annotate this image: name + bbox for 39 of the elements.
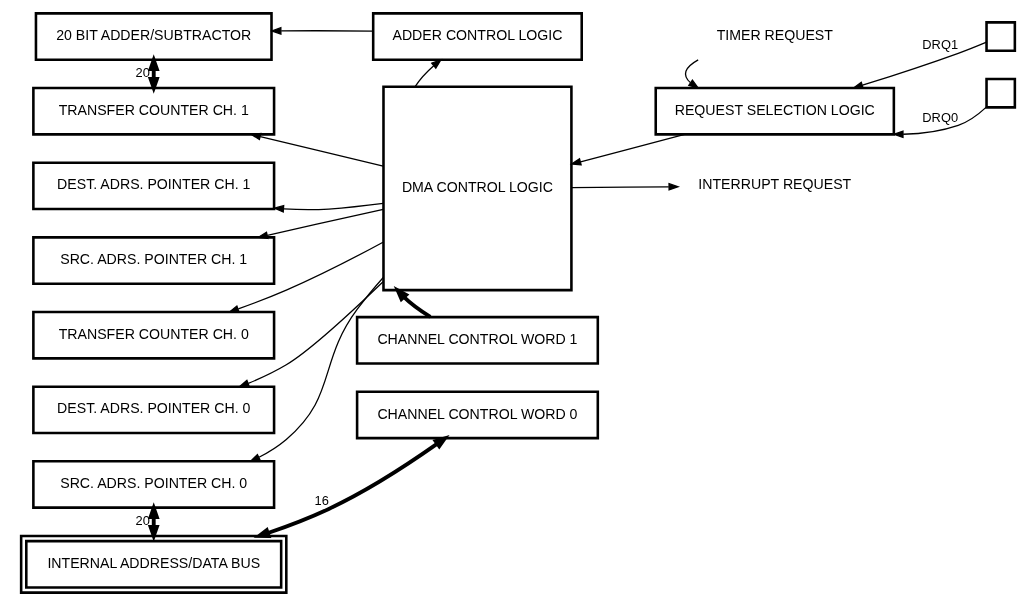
arrow <box>851 41 988 89</box>
arrow <box>237 281 384 388</box>
edge-label: 20 <box>135 513 150 529</box>
node-box: CHANNEL CONTROL WORD 1 <box>355 315 600 365</box>
arrow <box>414 58 443 88</box>
node-box: TRANSFER COUNTER CH. 1 <box>32 86 276 136</box>
edge-label: 20 <box>135 65 150 81</box>
node-box: TRANSFER COUNTER CH. 0 <box>32 310 276 360</box>
node-box: DMA CONTROL LOGIC <box>382 85 573 292</box>
arrow <box>272 202 384 213</box>
edge-label: DRQ0 <box>922 109 959 125</box>
arrow <box>569 133 686 166</box>
node-box: SRC. ADRS. POINTER CH. 1 <box>32 236 276 285</box>
node-box: ADDER CONTROL LOGIC <box>371 12 583 61</box>
arrow <box>269 26 374 35</box>
node-box: 20 BIT ADDER/SUBTRACTOR <box>34 12 273 61</box>
node-box: DEST. ADRS. POINTER CH. 0 <box>32 385 276 435</box>
node-box: DEST. ADRS. POINTER CH. 1 <box>32 161 276 211</box>
edge-label: DRQ1 <box>922 37 959 53</box>
node-box <box>985 77 1017 109</box>
node-box: INTERNAL ADDRESS/DATA BUS <box>19 534 288 594</box>
arrow <box>248 276 384 463</box>
node-box: SRC. ADRS. POINTER CH. 0 <box>32 460 276 509</box>
arrow <box>684 59 700 89</box>
node-box: CHANNEL CONTROL WORD 0 <box>355 390 600 440</box>
node-box: REQUEST SELECTION LOGIC <box>654 86 896 136</box>
arrow <box>227 241 384 313</box>
arrow <box>256 208 384 240</box>
node-box <box>985 21 1017 52</box>
arrow <box>393 286 432 319</box>
arrow <box>147 502 160 542</box>
arrow <box>892 106 987 139</box>
edge-label: 16 <box>314 493 329 509</box>
arrow <box>570 182 680 191</box>
node-text: TIMER REQUEST <box>716 27 833 44</box>
arrow <box>253 435 450 539</box>
node-text: INTERRUPT REQUEST <box>698 176 852 193</box>
arrow <box>147 54 160 94</box>
arrow <box>249 132 384 167</box>
